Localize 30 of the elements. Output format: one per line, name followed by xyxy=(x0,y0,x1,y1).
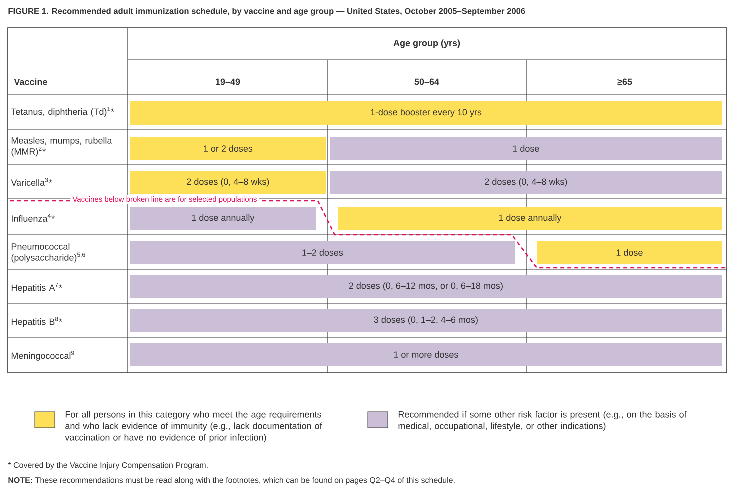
column-heading: 50–64 xyxy=(414,78,440,86)
dose-bar: 1 dose xyxy=(537,241,722,264)
footnote: NOTE: These recommendations must be read along with the footnotes, which can be found on pages Q2–Q4 of this schedule. xyxy=(8,477,455,485)
dose-bar: 1-dose booster every 10 yrs xyxy=(130,101,722,126)
legend-text: Recommended if some other risk factor is present (e.g., on the basis of medical, occupational, lifestyle, or other indications) xyxy=(398,411,687,432)
dose-bar: 1 or 2 doses xyxy=(130,137,326,160)
column-heading: ≥65 xyxy=(618,78,632,86)
vaccine-name: Influenza$^{4}$* xyxy=(12,214,55,222)
footnote: * Covered by the Vaccine Injury Compensation Program. xyxy=(8,462,208,470)
legend-text: For all persons in this category who meet the age requirements and who lack evidence of immunity (e.g., lack documentation of vaccination or have no evidence of prior infection) xyxy=(65,411,322,443)
vaccine-name: Measles, mumps, rubella (MMR)$^{2}$* xyxy=(12,137,112,157)
vaccine-name: Varicella$^{3}$* xyxy=(11,178,52,186)
vaccine-name: Hepatitis A$^{7}$* xyxy=(12,283,62,293)
dose-bar: 1 or more doses xyxy=(130,343,722,366)
column-heading: Age group (yrs) xyxy=(394,40,460,48)
dose-bar: 2 doses (0, 4–8 wks) xyxy=(330,171,722,194)
vaccine-name: Pneumococcal (polysaccharide)$^{5,6}$ xyxy=(12,243,86,263)
dose-bar: 1 dose xyxy=(330,137,722,160)
dose-bar: 2 doses (0, 6–12 mos, or 0, 6–18 mos) xyxy=(130,275,722,298)
dose-bar: 1 dose annually xyxy=(130,207,316,230)
vaccine-name: Meningococcal$^{9}$ xyxy=(12,351,74,361)
dose-bar: 1–2 doses xyxy=(130,241,516,264)
vaccine-name: Hepatitis B$^{8}$* xyxy=(12,317,62,327)
dose-bar: 2 doses (0, 4–8 wks) xyxy=(130,171,326,194)
column-heading: 19–49 xyxy=(216,78,240,86)
vaccine-name: Tetanus, diphtheria (Td)$^{1}$* xyxy=(11,107,114,117)
column-heading: Vaccine xyxy=(14,78,48,86)
figure-title: FIGURE 1. Recommended adult immunization schedule, by vaccine and age group — United States, October 2005–September 2006 xyxy=(8,8,526,16)
dose-bar: 1 dose annually xyxy=(338,207,722,230)
dose-bar: 3 doses (0, 1–2, 4–6 mos) xyxy=(130,309,722,332)
